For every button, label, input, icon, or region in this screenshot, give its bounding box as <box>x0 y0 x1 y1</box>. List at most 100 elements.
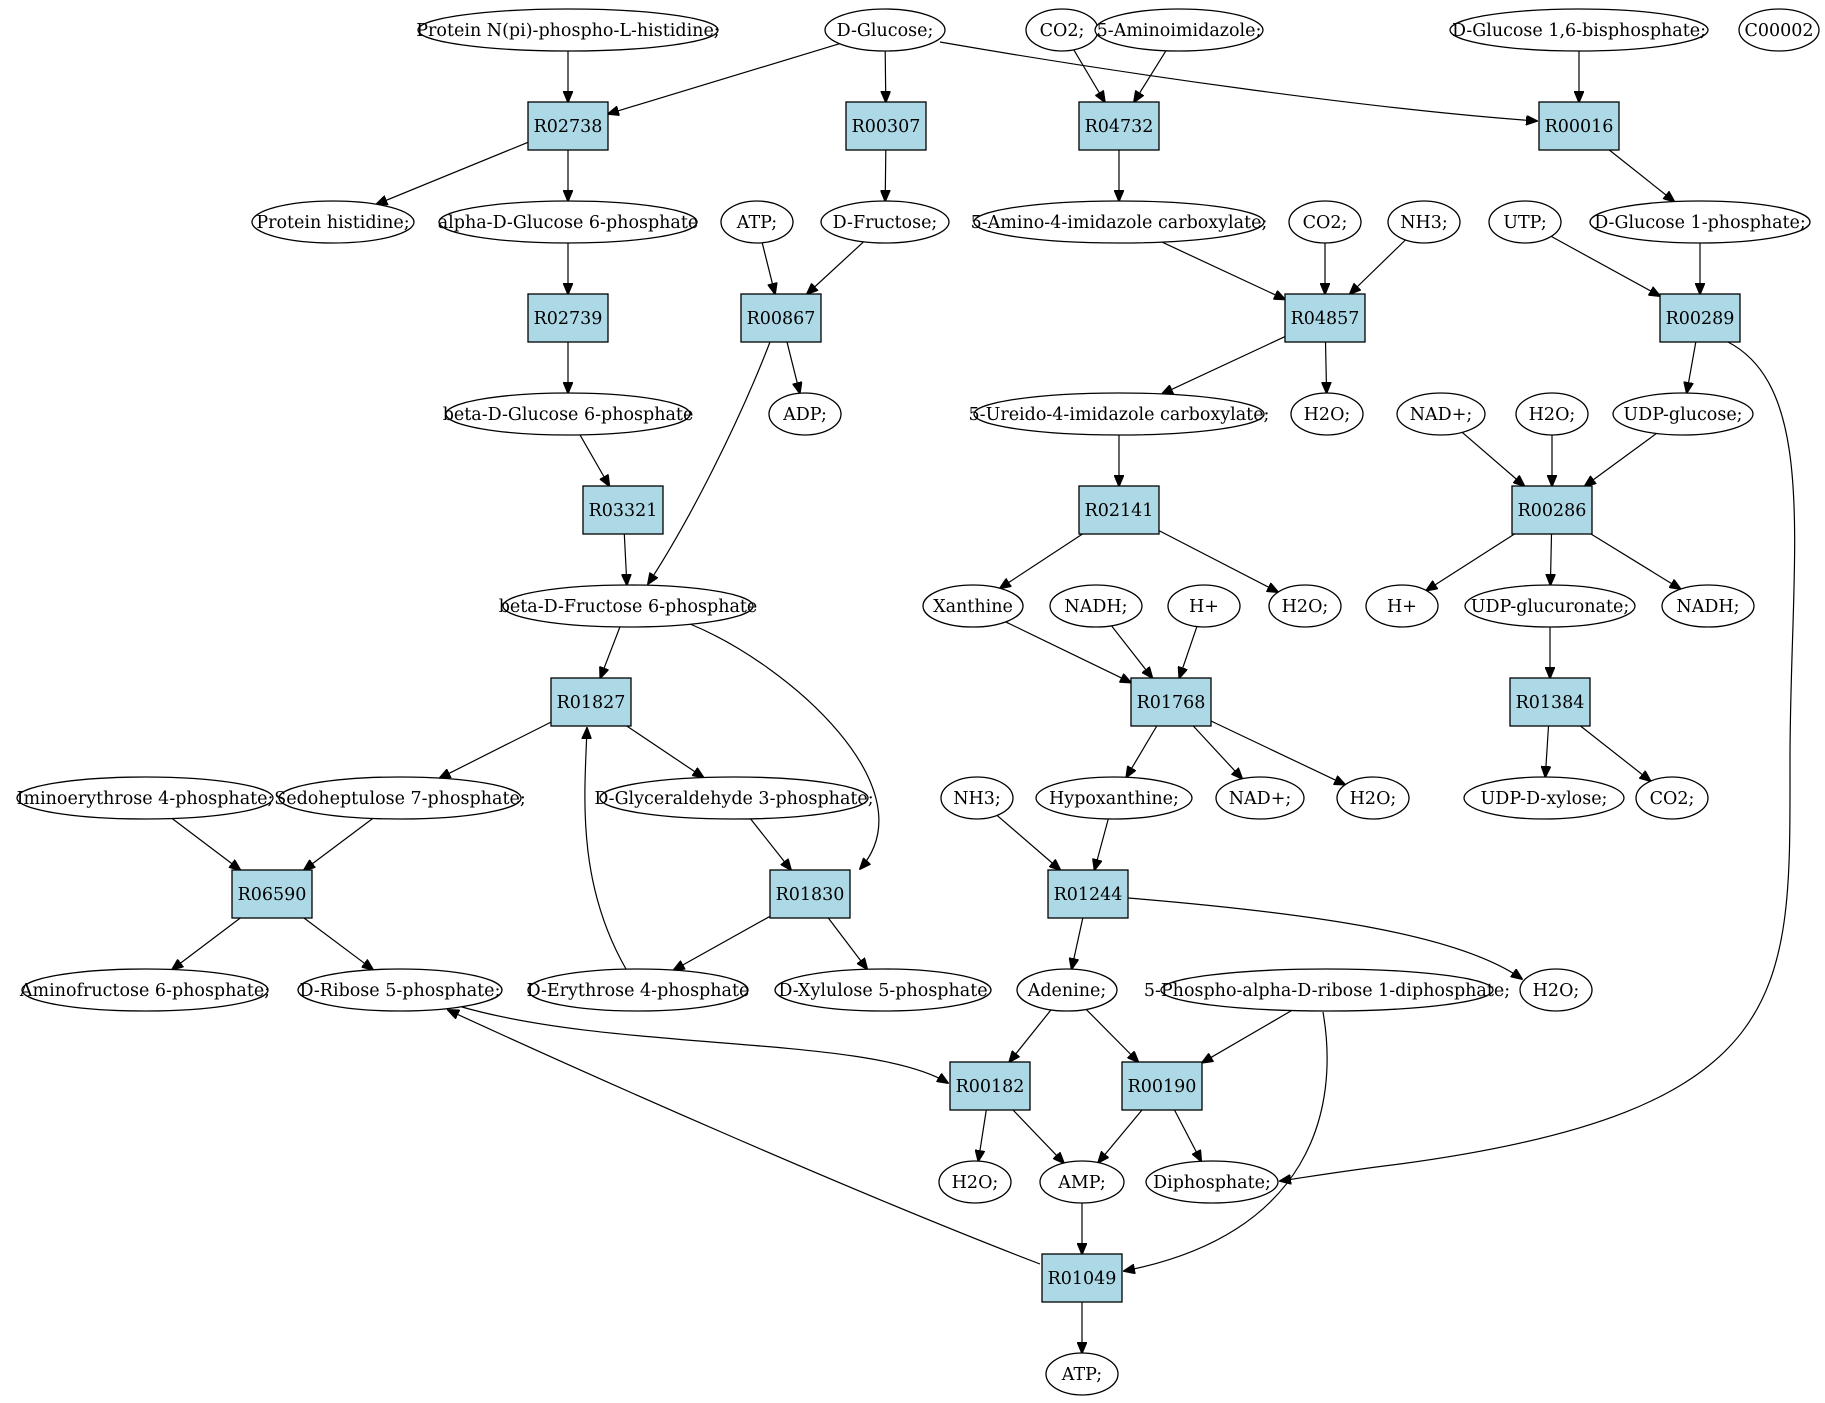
compound-node-e_dg1p[interactable]: D-Glucose 1-phosphate; <box>1589 200 1811 244</box>
reaction-node-r00182[interactable]: R00182 <box>949 1061 1031 1111</box>
compound-node-e_5u4icarb[interactable]: 5-Ureido-4-imidazole carboxylate; <box>969 392 1270 436</box>
reaction-node-r02738[interactable]: R02738 <box>527 101 609 151</box>
compound-node-e_hypox[interactable]: Hypoxanthine; <box>1035 776 1193 820</box>
compound-node-e_dx5p[interactable]: D-Xylulose 5-phosphate <box>774 968 992 1012</box>
compound-node-e_nadp_b[interactable]: NAD+; <box>1215 776 1305 820</box>
compound-node-e_co2_b[interactable]: CO2; <box>1288 200 1362 244</box>
compound-node-e_udpxyl[interactable]: UDP-D-xylose; <box>1463 776 1625 820</box>
reaction-box <box>1078 485 1160 535</box>
compound-node-e_atp_b[interactable]: ATP; <box>1045 1352 1119 1396</box>
edge-e_iminoery-to-r06590 <box>171 818 240 871</box>
reaction-node-r06590[interactable]: R06590 <box>231 869 313 919</box>
compound-node-e_nadh_b[interactable]: NADH; <box>1661 584 1755 628</box>
node-label: NADH; <box>1064 597 1127 617</box>
compound-node-e_iminoery[interactable]: Iminoerythrose 4-phosphate; <box>16 776 274 820</box>
reaction-box <box>740 293 822 343</box>
reaction-node-r00190[interactable]: R00190 <box>1121 1061 1203 1111</box>
compound-node-e_h2o_d[interactable]: H2O; <box>1336 776 1410 820</box>
compound-ellipse <box>774 968 992 1012</box>
node-label: R02738 <box>534 117 603 137</box>
compound-node-e_h2o_c[interactable]: H2O; <box>1268 584 1342 628</box>
compound-node-e_xanthine[interactable]: Xanthine <box>922 584 1024 628</box>
compound-ellipse <box>1094 8 1264 52</box>
reaction-node-r02739[interactable]: R02739 <box>527 293 609 343</box>
compound-node-e_prpp[interactable]: 5-Phospho-alpha-D-ribose 1-diphosphate; <box>1144 968 1510 1012</box>
compound-node-e_udpglc[interactable]: UDP-glucose; <box>1612 392 1754 436</box>
compound-node-e_adp[interactable]: ADP; <box>768 392 842 436</box>
compound-node-e_h2o_a[interactable]: H2O; <box>1290 392 1364 436</box>
edge-r01244-to-e_h2o_e <box>1127 897 1522 979</box>
node-label: ATP; <box>1061 1365 1102 1385</box>
compound-node-e_co2_c[interactable]: CO2; <box>1635 776 1709 820</box>
compound-node-e_udpglcA[interactable]: UDP-glucuronate; <box>1464 584 1636 628</box>
reaction-node-r04857[interactable]: R04857 <box>1284 293 1366 343</box>
compound-node-e_c00002[interactable]: C00002 <box>1738 8 1820 52</box>
node-label: 5-Aminoimidazole; <box>1097 21 1262 41</box>
compound-node-e_adenine[interactable]: Adenine; <box>1016 968 1118 1012</box>
compound-ellipse <box>1464 584 1636 628</box>
compound-node-e_nh3_a[interactable]: NH3; <box>1387 200 1461 244</box>
compound-node-e_aminofru[interactable]: Aminofructose 6-phosphate; <box>19 968 270 1012</box>
compound-node-e_de4p[interactable]: D-Erythrose 4-phosphate <box>527 968 750 1012</box>
edge-e_nh3_a-to-r04857 <box>1350 239 1406 294</box>
reaction-node-r01827[interactable]: R01827 <box>550 677 632 727</box>
compound-ellipse <box>1039 1160 1125 1204</box>
edge-e_xanthine-to-r01768 <box>1005 621 1131 683</box>
node-label: D-Glucose 1-phosphate; <box>1594 213 1806 233</box>
compound-node-e_5a4icarb[interactable]: 5-Amino-4-imidazole carboxylate; <box>971 200 1268 244</box>
compound-node-e_nh3_b[interactable]: NH3; <box>940 776 1014 820</box>
reaction-node-r00286[interactable]: R00286 <box>1511 485 1593 535</box>
compound-node-e_adg6p[interactable]: alpha-D-Glucose 6-phosphate <box>438 200 699 244</box>
compound-node-e_utp[interactable]: UTP; <box>1488 200 1562 244</box>
compound-ellipse <box>1635 776 1709 820</box>
reaction-node-r01049[interactable]: R01049 <box>1041 1253 1123 1303</box>
compound-node-e_co2_a[interactable]: CO2; <box>1025 8 1099 52</box>
compound-node-e_nadp_a[interactable]: NAD+; <box>1396 392 1486 436</box>
edge-r00016-to-e_dg1p <box>1608 149 1674 202</box>
compound-node-e_sedo7p[interactable]: Sedoheptulose 7-phosphate; <box>274 776 526 820</box>
compound-node-e_dfructose[interactable]: D-Fructose; <box>820 200 950 244</box>
node-label: R00286 <box>1518 501 1587 521</box>
compound-node-e_dr5p[interactable]: D-Ribose 5-phosphate; <box>297 968 503 1012</box>
reaction-box <box>550 677 632 727</box>
compound-node-e_h2o_b[interactable]: H2O; <box>1515 392 1589 436</box>
compound-node-e_dglucose[interactable]: D-Glucose; <box>824 8 946 52</box>
compound-node-e_nadh_a[interactable]: NADH; <box>1049 584 1143 628</box>
compound-node-e_h2o_e[interactable]: H2O; <box>1519 968 1593 1012</box>
compound-node-e_hplus_b[interactable]: H+ <box>1365 584 1439 628</box>
reaction-node-r00867[interactable]: R00867 <box>740 293 822 343</box>
compound-ellipse <box>768 392 842 436</box>
reaction-box <box>949 1061 1031 1111</box>
compound-node-e_5aminoimid[interactable]: 5-Aminoimidazole; <box>1094 8 1264 52</box>
reaction-node-r01384[interactable]: R01384 <box>1509 677 1591 727</box>
compound-node-e_bdf6p[interactable]: beta-D-Fructose 6-phosphate <box>499 584 758 628</box>
reaction-node-r01830[interactable]: R01830 <box>769 869 851 919</box>
reaction-node-r04732[interactable]: R04732 <box>1078 101 1160 151</box>
reaction-node-r00289[interactable]: R00289 <box>1659 293 1741 343</box>
compound-node-e_atp_a[interactable]: ATP; <box>720 200 794 244</box>
reaction-node-r01244[interactable]: R01244 <box>1047 869 1129 919</box>
compound-node-e_diphos[interactable]: Diphosphate; <box>1145 1160 1279 1204</box>
edge-e_bdf6p-to-r01827 <box>600 626 621 678</box>
edge-r01830-to-e_de4p <box>674 915 771 970</box>
reaction-node-r02141[interactable]: R02141 <box>1078 485 1160 535</box>
compound-node-e_prothis[interactable]: Protein histidine; <box>251 200 415 244</box>
compound-node-e_amp[interactable]: AMP; <box>1039 1160 1125 1204</box>
compound-node-e_h2o_f[interactable]: H2O; <box>938 1160 1012 1204</box>
reaction-box <box>527 293 609 343</box>
reaction-node-r00016[interactable]: R00016 <box>1538 101 1620 151</box>
edge-r02141-to-e_h2o_c <box>1158 530 1278 593</box>
compound-ellipse <box>1167 584 1241 628</box>
reaction-node-r00307[interactable]: R00307 <box>845 101 927 151</box>
edge-e_de4p-to-r01827 <box>585 728 627 970</box>
node-label: D-Erythrose 4-phosphate <box>527 981 750 1001</box>
node-label: Adenine; <box>1027 981 1107 1001</box>
reaction-node-r03321[interactable]: R03321 <box>582 485 664 535</box>
compound-node-e_bdg6p[interactable]: beta-D-Glucose 6-phosphate <box>443 392 694 436</box>
reaction-node-r01768[interactable]: R01768 <box>1130 677 1212 727</box>
compound-node-e_protnpi[interactable]: Protein N(pi)-phospho-L-histidine; <box>416 8 720 52</box>
node-label: Protein histidine; <box>256 213 409 233</box>
compound-node-e_dga3p[interactable]: D-Glyceraldehyde 3-phosphate; <box>594 776 874 820</box>
compound-node-e_hplus_a[interactable]: H+ <box>1167 584 1241 628</box>
compound-node-e_dg16bp[interactable]: D-Glucose 1,6-bisphosphate; <box>1449 8 1709 52</box>
